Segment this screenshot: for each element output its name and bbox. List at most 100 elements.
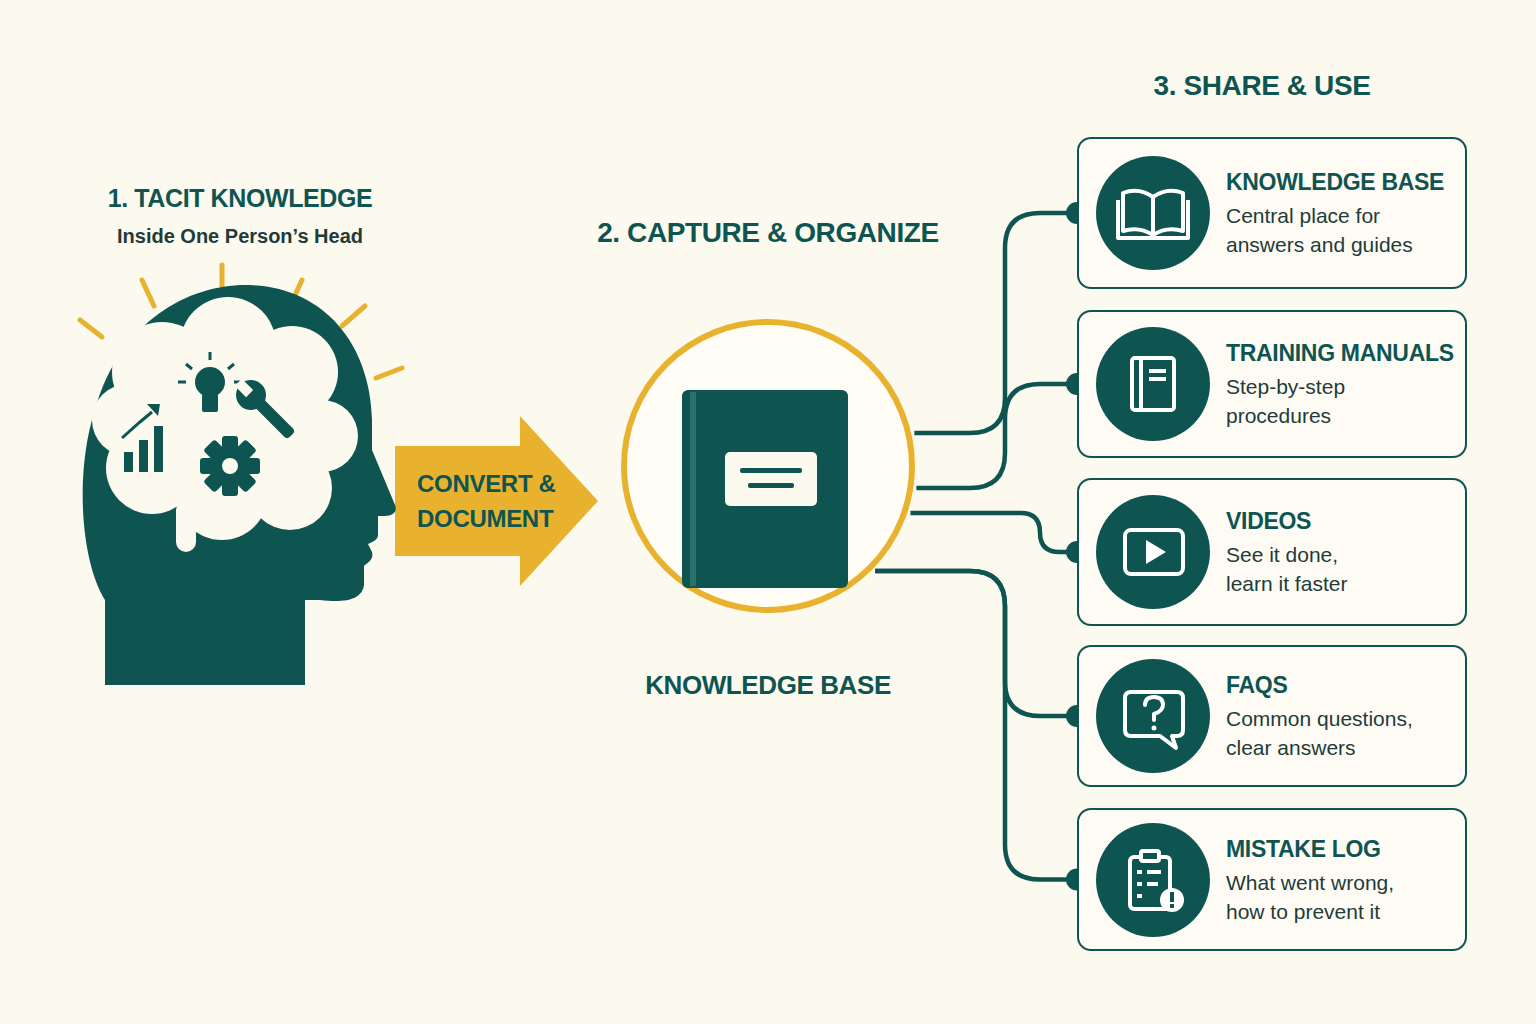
box-heading: TRAINING MANUALS xyxy=(1226,338,1465,368)
stage-subtitle: KNOWLEDGE BASE xyxy=(540,668,996,702)
bulb-icon xyxy=(186,364,192,369)
light-rays xyxy=(220,265,225,296)
head-silhouette xyxy=(83,285,396,685)
faq-icon xyxy=(1125,692,1183,748)
connector-line xyxy=(910,513,1077,552)
manual-icon xyxy=(1132,358,1174,410)
bulb-icon xyxy=(178,352,242,412)
box-description: Step-by-step procedures xyxy=(1226,372,1451,430)
light-rays xyxy=(290,280,302,306)
brain-shape xyxy=(112,322,212,422)
box-heading: MISTAKE LOG xyxy=(1226,834,1465,864)
faq-icon xyxy=(1125,692,1183,748)
gear-icon xyxy=(209,445,251,487)
icon-discs xyxy=(1096,495,1210,609)
circle-outline xyxy=(624,322,912,610)
mistake-log-icon xyxy=(1170,892,1174,902)
bulb-icon xyxy=(202,394,218,412)
chart-icon xyxy=(124,452,133,472)
icon-discs xyxy=(1096,156,1210,937)
book-icon xyxy=(748,483,794,488)
stage-heading: 2. CAPTURE & ORGANIZE xyxy=(540,215,996,251)
book-icon xyxy=(690,392,696,586)
mistake-log-icon xyxy=(1137,894,1142,898)
open-book-icon xyxy=(1123,191,1183,235)
icon-discs xyxy=(1096,823,1210,937)
mistake-log-icon xyxy=(1130,851,1184,912)
mistake-log-icon xyxy=(1141,851,1159,861)
mistake-log-icon xyxy=(1137,882,1142,886)
stage-subtitle: Inside One Person’s Head xyxy=(40,222,440,250)
wrench-icon xyxy=(252,396,296,440)
chart-icon xyxy=(139,440,148,472)
bulb-icon xyxy=(228,364,234,369)
icon-discs xyxy=(1096,327,1210,441)
gear-icon xyxy=(200,458,260,474)
mistake-log-icon xyxy=(1147,882,1158,886)
gear-icon xyxy=(203,439,257,493)
wrench-icon xyxy=(235,379,253,397)
light-rays xyxy=(80,320,102,337)
chart-icon xyxy=(154,426,163,472)
chart-icon xyxy=(122,412,152,438)
connector-line xyxy=(875,571,1077,880)
book-icon xyxy=(682,390,848,588)
box-description: Central place for answers and guides xyxy=(1226,201,1451,259)
connector xyxy=(914,202,1088,433)
connector-line xyxy=(916,384,1077,488)
box-heading: VIDEOS xyxy=(1226,506,1465,536)
gear-icon xyxy=(203,439,257,493)
faq-icon xyxy=(1145,697,1163,720)
connector xyxy=(910,513,1088,563)
box-description: Common questions, clear answers xyxy=(1226,704,1431,762)
box-heading: KNOWLEDGE BASE xyxy=(1226,167,1465,197)
light-rays xyxy=(376,368,402,378)
brain-shape xyxy=(150,360,300,480)
box-description: What went wrong, how to prevent it xyxy=(1226,868,1416,926)
manual-icon xyxy=(1149,377,1166,381)
video-icon xyxy=(1146,540,1166,564)
brain-shape xyxy=(106,422,198,514)
light-rays xyxy=(142,280,154,306)
wrench-icon xyxy=(230,374,272,416)
output-box: MISTAKE LOG What went wrong, how to preve… xyxy=(1077,808,1467,951)
circle-outline xyxy=(620,318,916,614)
video-icon xyxy=(1125,530,1183,574)
stage-heading: 1. TACIT KNOWLEDGE xyxy=(40,180,440,216)
brain-shape xyxy=(246,326,338,418)
connector xyxy=(395,416,598,586)
brain-shape xyxy=(176,500,196,552)
faq-icon xyxy=(1152,726,1157,731)
mistake-log-icon xyxy=(1160,888,1184,912)
book-icon xyxy=(725,452,817,506)
brain-shape xyxy=(92,384,164,456)
connector-line xyxy=(875,571,1077,716)
box-heading: FAQS xyxy=(1226,670,1465,700)
book-icon xyxy=(682,390,848,588)
connector xyxy=(875,571,1088,727)
manual-icon xyxy=(1149,369,1166,373)
head-silhouette xyxy=(83,285,396,685)
box-description: See it done, learn it faster xyxy=(1226,540,1376,598)
open-book-icon xyxy=(1118,200,1188,238)
brain-shape xyxy=(248,446,332,530)
icon-discs xyxy=(1096,659,1210,773)
stage-heading: 3. SHARE & USE xyxy=(1062,68,1462,104)
output-box: KNOWLEDGE BASE Central place for answers … xyxy=(1077,137,1467,289)
output-box: VIDEOS See it done, learn it faster xyxy=(1077,478,1467,626)
output-box: FAQS Common questions, clear answers xyxy=(1077,645,1467,787)
video-icon xyxy=(1125,530,1183,574)
light-rays xyxy=(80,265,402,378)
bulb-icon xyxy=(178,381,186,384)
connector xyxy=(875,571,1088,891)
chart-icon xyxy=(122,404,163,472)
brain-shape xyxy=(176,448,268,540)
gear-icon xyxy=(222,458,238,474)
source-head: 1. TACIT KNOWLEDGEInside One Person’s He… xyxy=(80,180,395,685)
chart-icon xyxy=(147,404,160,416)
gear-icon xyxy=(222,436,238,496)
book-icon xyxy=(740,468,802,473)
mistake-log-icon xyxy=(1137,870,1142,874)
bulb-icon xyxy=(195,367,225,397)
